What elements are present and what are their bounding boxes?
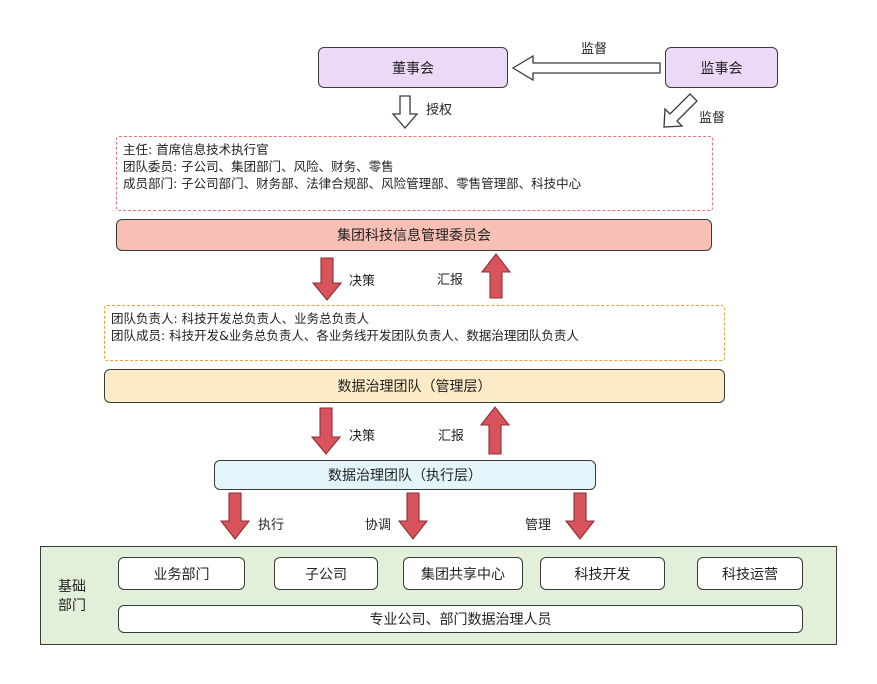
- coordinate-label: 协调: [365, 518, 392, 533]
- committee-label: 集团科技信息管理委员会: [337, 228, 491, 244]
- manage-label: 管理: [525, 518, 552, 533]
- execute-down-arrow: [219, 492, 251, 540]
- base-unit-shared-center: 集团共享中心: [403, 557, 523, 590]
- base-unit-business: 业务部门: [118, 557, 245, 590]
- supervise-label-top: 监督: [581, 42, 608, 57]
- base-departments-title: 基础 部门: [58, 579, 86, 614]
- management-team-leaders: 团队负责人: 科技开发总负责人、业务总负责人: [111, 311, 370, 326]
- coordinate-down-arrow: [397, 492, 429, 540]
- manage-down-arrow: [564, 492, 596, 540]
- authorize-down-arrow: [391, 95, 419, 129]
- report-up-arrow-1: [480, 253, 512, 299]
- decision-down-arrow-2: [310, 407, 342, 455]
- committee-member-departments: 成员部门: 子公司部门、财务部、法律合规部、风险管理部、零售管理部、科技中心: [123, 176, 582, 191]
- decision-label-1: 决策: [349, 274, 376, 289]
- base-staff-box: 专业公司、部门数据治理人员: [118, 605, 803, 633]
- base-unit-tech-development: 科技开发: [540, 557, 665, 590]
- management-team-box: 数据治理团队（管理层）: [104, 369, 725, 403]
- base-unit-shared-center-label: 集团共享中心: [421, 566, 505, 583]
- base-unit-subsidiary-label: 子公司: [305, 566, 347, 583]
- decision-label-2: 决策: [349, 429, 376, 444]
- management-team-members: 团队成员: 科技开发&业务总负责人、各业务线开发团队负责人、数据治理团队负责人: [111, 328, 579, 343]
- report-label-2: 汇报: [438, 429, 465, 444]
- management-team-label: 数据治理团队（管理层）: [337, 379, 492, 395]
- committee-members: 团队委员: 子公司、集团部门、风险、财务、零售: [123, 159, 394, 174]
- board-box: 董事会: [318, 47, 508, 88]
- committee-director: 主任: 首席信息技术执行官: [123, 142, 269, 157]
- committee-info-box: 主任: 首席信息技术执行官 团队委员: 子公司、集团部门、风险、财务、零售 成员…: [116, 136, 713, 211]
- supervise-label-side: 监督: [699, 111, 726, 126]
- base-unit-subsidiary: 子公司: [274, 557, 378, 590]
- execution-team-label: 数据治理团队（执行层）: [328, 468, 482, 484]
- supervisory-board-label: 监事会: [700, 60, 743, 77]
- management-team-info-box: 团队负责人: 科技开发总负责人、业务总负责人 团队成员: 科技开发&业务总负责人…: [104, 305, 725, 361]
- committee-box: 集团科技信息管理委员会: [116, 219, 712, 251]
- report-label-1: 汇报: [437, 273, 464, 288]
- supervise-diagonal-arrow: [663, 93, 698, 128]
- report-up-arrow-2: [479, 406, 511, 455]
- decision-down-arrow-1: [311, 257, 343, 301]
- base-staff-label: 专业公司、部门数据治理人员: [369, 612, 552, 628]
- base-unit-tech-operations-label: 科技运营: [722, 566, 778, 583]
- board-label: 董事会: [392, 60, 434, 77]
- execute-label: 执行: [258, 518, 285, 533]
- base-unit-tech-development-label: 科技开发: [574, 566, 631, 583]
- supervise-left-arrow: [511, 54, 661, 82]
- supervisory-board-box: 监事会: [665, 47, 778, 88]
- base-unit-business-label: 业务部门: [153, 566, 210, 583]
- base-unit-tech-operations: 科技运营: [697, 557, 803, 590]
- execution-team-box: 数据治理团队（执行层）: [214, 460, 596, 490]
- authorize-label: 授权: [426, 103, 453, 118]
